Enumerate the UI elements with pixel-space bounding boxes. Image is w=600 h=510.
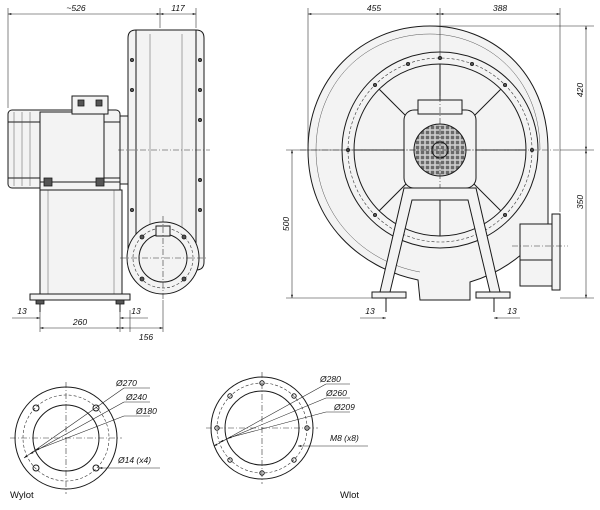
stand-front	[371, 187, 511, 312]
front-dims	[286, 8, 594, 319]
dim-side-housing: 117	[171, 3, 185, 13]
housing-side	[118, 29, 210, 271]
dim-front-top-height: 420	[575, 83, 585, 97]
outlet-caption: Wylot	[10, 490, 34, 501]
dim-front-outlet-height: 350	[575, 195, 585, 209]
inlet-dia-260: Ø260	[325, 388, 347, 398]
front-view: 455 388 420 350 500 13 13	[281, 3, 594, 319]
outlet-flange-detail	[10, 382, 160, 494]
dim-front-left: 455	[367, 3, 381, 13]
dim-front-foot-right: 13	[507, 306, 517, 316]
inlet-flange-detail	[206, 372, 368, 484]
dim-front-right: 388	[493, 3, 507, 13]
side-dims	[7, 8, 197, 332]
dim-side-outlet: 156	[139, 332, 153, 342]
dim-side-foot-right: 13	[131, 306, 141, 316]
inlet-holes: M8 (x8)	[330, 433, 359, 443]
motor-side	[7, 95, 131, 191]
outlet-holes: Ø14 (x4)	[117, 455, 151, 465]
outlet-dia-180: Ø180	[135, 406, 157, 416]
outlet-flange-side	[120, 216, 206, 300]
dim-front-shaft-height: 500	[281, 217, 291, 231]
dim-side-foot-left: 13	[17, 306, 27, 316]
motor-front	[398, 96, 482, 200]
dim-front-foot-left: 13	[365, 306, 375, 316]
dim-side-base: 260	[72, 317, 87, 327]
stand-side	[29, 189, 131, 312]
inlet-dia-209: Ø209	[333, 402, 355, 412]
outlet-dia-270: Ø270	[115, 378, 137, 388]
inlet-caption: Wlot	[340, 490, 359, 501]
outlet-dia-240: Ø240	[125, 392, 147, 402]
dim-side-width: ~526	[66, 3, 85, 13]
side-view: ~526 117 13 260 13 156	[7, 3, 210, 342]
inlet-dia-280: Ø280	[319, 374, 341, 384]
